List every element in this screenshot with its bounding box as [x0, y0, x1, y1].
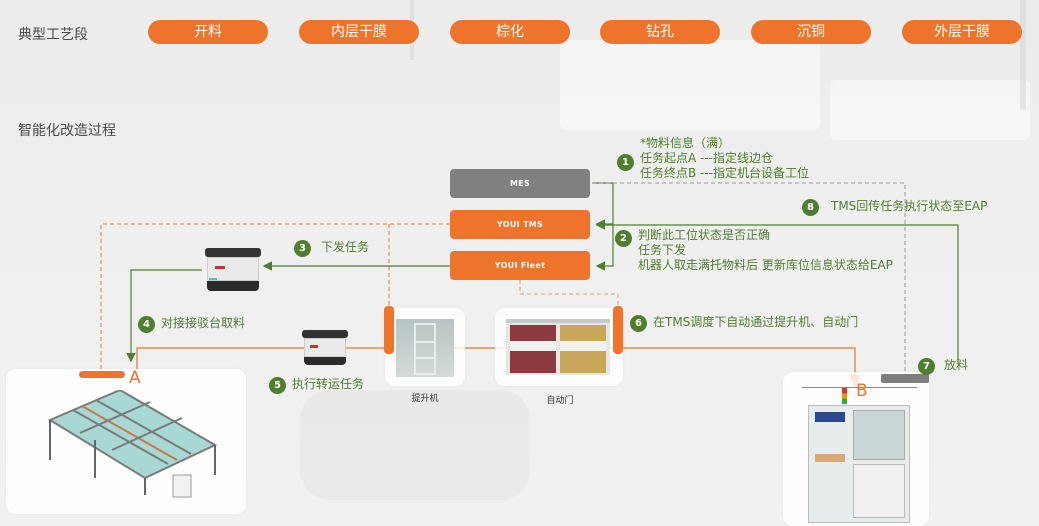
station-b-dock-bar	[881, 374, 929, 383]
background-table-shape	[560, 40, 820, 130]
mes-to-fleet-connector	[595, 224, 614, 271]
step-4-badge: 4	[138, 316, 155, 333]
stage-pill-outer-dry-film[interactable]: 外层干膜	[902, 20, 1022, 44]
step-7-line: 放料	[944, 358, 969, 372]
fleet-system-box[interactable]: YOUI Fleet	[450, 251, 590, 280]
lift-caption: 提升机	[411, 394, 439, 404]
machine-top-line	[802, 387, 917, 388]
step-2-badge: 2	[615, 230, 632, 247]
step-8-badge: 8	[802, 199, 819, 216]
stage-row-label: 典型工艺段	[18, 27, 88, 43]
lift-gate-bar	[384, 306, 394, 354]
stage-pill-drilling[interactable]: 钻孔	[600, 20, 720, 44]
door-gate-bar	[613, 306, 623, 354]
mes-to-tms-connector	[592, 182, 614, 229]
step-1-line: 任务起点A ---指定线边仓	[640, 151, 774, 165]
step-8: 8 TMS回传任务执行状态至EAP	[802, 199, 987, 216]
buffer-rack-image	[40, 388, 220, 500]
fleet-to-door-dashed	[519, 280, 619, 306]
amr-robot-icon	[205, 248, 261, 292]
lift-image	[396, 319, 454, 377]
station-a-dock-bar	[79, 371, 125, 378]
stage-pill-inner-dry-film[interactable]: 内层干膜	[299, 20, 419, 44]
step-3-badge: 3	[294, 240, 311, 257]
step-5: 5 执行转运任务	[269, 377, 364, 394]
step-1-line: 任务终点B ---指定机台设备工位	[640, 166, 810, 180]
step-4: 4 对接接驳台取料	[138, 316, 245, 333]
step-6: 6 在TMS调度下自动通过提升机、自动门	[630, 315, 858, 332]
machine-image	[808, 405, 910, 523]
step-7: 7 放料	[918, 358, 968, 375]
status-return-connector	[595, 220, 959, 360]
step-5-badge: 5	[269, 377, 286, 394]
background-robot-shape	[300, 390, 530, 500]
step-3: 3 下发任务	[294, 240, 369, 257]
step-6-badge: 6	[630, 315, 647, 332]
end-point-label: B	[856, 381, 868, 401]
step-3-line: 下发任务	[321, 240, 370, 254]
mes-system-box[interactable]: MES	[450, 169, 590, 198]
stage-pill-browning[interactable]: 棕化	[450, 20, 570, 44]
tms-system-box[interactable]: YOUI TMS	[450, 210, 590, 239]
buffer-rack-icon	[47, 388, 218, 498]
stage-pill-copper-deposit[interactable]: 沉铜	[751, 20, 871, 44]
background-table-leg	[1020, 0, 1026, 110]
step-6-line: 在TMS调度下自动通过提升机、自动门	[653, 315, 859, 329]
process-label: 智能化改造过程	[18, 123, 116, 139]
auto-door-image	[506, 319, 610, 375]
step-2-line: 任务下发	[638, 243, 687, 257]
step-2-line: 判断此工位状态是否正确	[638, 228, 771, 242]
step-7-badge: 7	[918, 358, 935, 375]
step-1: 1 *物料信息（满） 任务起点A ---指定线边仓 任务终点B ---指定机台设…	[617, 136, 809, 181]
robot-to-station-connector	[126, 269, 202, 363]
background-table-shape	[830, 80, 1030, 140]
auto-door-caption: 自动门	[546, 396, 574, 406]
start-point-label: A	[129, 368, 141, 388]
mes-to-machine-dashed	[592, 182, 906, 376]
stage-pill-cutting[interactable]: 开料	[148, 20, 268, 44]
step-4-line: 对接接驳台取料	[161, 316, 246, 330]
amr-robot-transport-icon	[302, 330, 348, 366]
step-1-badge: 1	[617, 154, 634, 171]
signal-light-icon	[842, 388, 847, 404]
step-2-line: 机器人取走满托物料后 更新库位信息状态给EAP	[638, 258, 893, 272]
step-1-line: *物料信息（满）	[640, 136, 731, 150]
step-5-line: 执行转运任务	[292, 377, 365, 391]
step-8-line: TMS回传任务执行状态至EAP	[831, 199, 988, 213]
step-2: 2 判断此工位状态是否正确 任务下发 机器人取走满托物料后 更新库位信息状态给E…	[615, 228, 893, 273]
